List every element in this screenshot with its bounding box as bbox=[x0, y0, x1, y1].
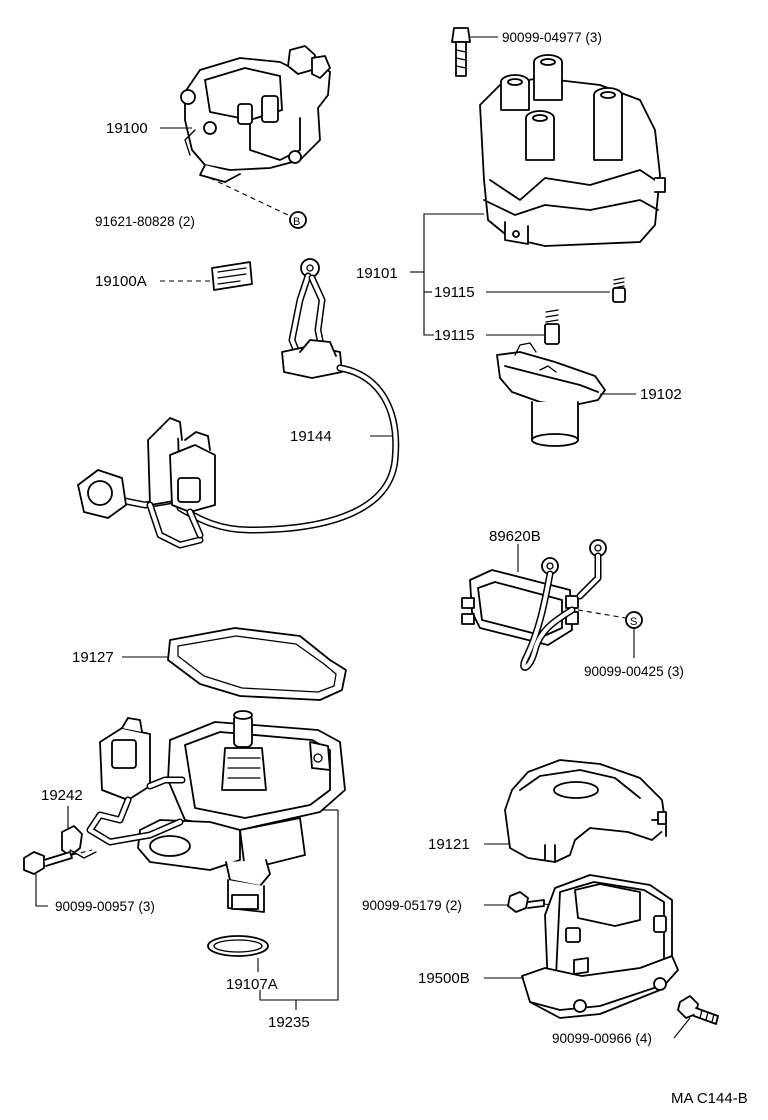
distributor-housing-drawing bbox=[137, 710, 346, 913]
label-19115-2: 19115 bbox=[434, 327, 475, 344]
clamp-bolt-drawing bbox=[23, 851, 73, 875]
label-90099-04977: 90099-04977 (3) bbox=[502, 30, 602, 45]
wire-harness-drawing bbox=[77, 258, 400, 549]
clamp-drawing bbox=[61, 825, 97, 859]
label-90099-05179: 90099-05179 (2) bbox=[362, 898, 462, 913]
label-91621-80828: 91621-80828 (2) bbox=[95, 214, 195, 229]
label-90099-00957: 90099-00957 (3) bbox=[55, 899, 155, 914]
rotor-drawing bbox=[496, 342, 606, 447]
label-19500B: 19500B bbox=[418, 970, 470, 987]
carbon-brush-drawing bbox=[544, 309, 560, 345]
label-19101: 19101 bbox=[356, 265, 398, 282]
cap-screw-drawing bbox=[451, 27, 471, 77]
label-89620B: 89620B bbox=[489, 528, 541, 545]
noise-filter-drawing bbox=[461, 539, 607, 671]
label-19100A: 19100A bbox=[95, 273, 147, 290]
label-90099-00966: 90099-00966 (4) bbox=[552, 1031, 652, 1046]
label-19121: 19121 bbox=[428, 836, 470, 853]
ref-b-letter: B bbox=[293, 216, 300, 228]
ref-circle-b bbox=[289, 211, 307, 229]
label-19115-1: 19115 bbox=[434, 284, 475, 301]
label-19144: 19144 bbox=[290, 428, 332, 445]
igniter-bolt-drawing bbox=[677, 995, 719, 1025]
spring-drawing bbox=[612, 277, 626, 303]
igniter-drawing bbox=[521, 874, 679, 1019]
label-19102: 19102 bbox=[640, 386, 682, 403]
o-ring-drawing bbox=[207, 935, 269, 957]
igniter-screw-drawing bbox=[507, 891, 545, 913]
diagram-code: MA C144-B bbox=[671, 1090, 748, 1107]
housing-connector-drawing bbox=[86, 717, 186, 846]
ref-s-letter: S bbox=[630, 616, 637, 628]
label-19100: 19100 bbox=[106, 120, 148, 137]
igniter-cover-drawing bbox=[504, 759, 667, 863]
distributor-cap-drawing bbox=[479, 54, 666, 247]
gasket-drawing bbox=[167, 627, 347, 701]
label-19235: 19235 bbox=[268, 1014, 310, 1031]
distributor-assembly-drawing bbox=[180, 45, 331, 183]
label-19127: 19127 bbox=[72, 649, 114, 666]
label-19107A: 19107A bbox=[226, 976, 278, 993]
label-90099-00425: 90099-00425 (3) bbox=[584, 664, 684, 679]
label-19242: 19242 bbox=[41, 787, 83, 804]
